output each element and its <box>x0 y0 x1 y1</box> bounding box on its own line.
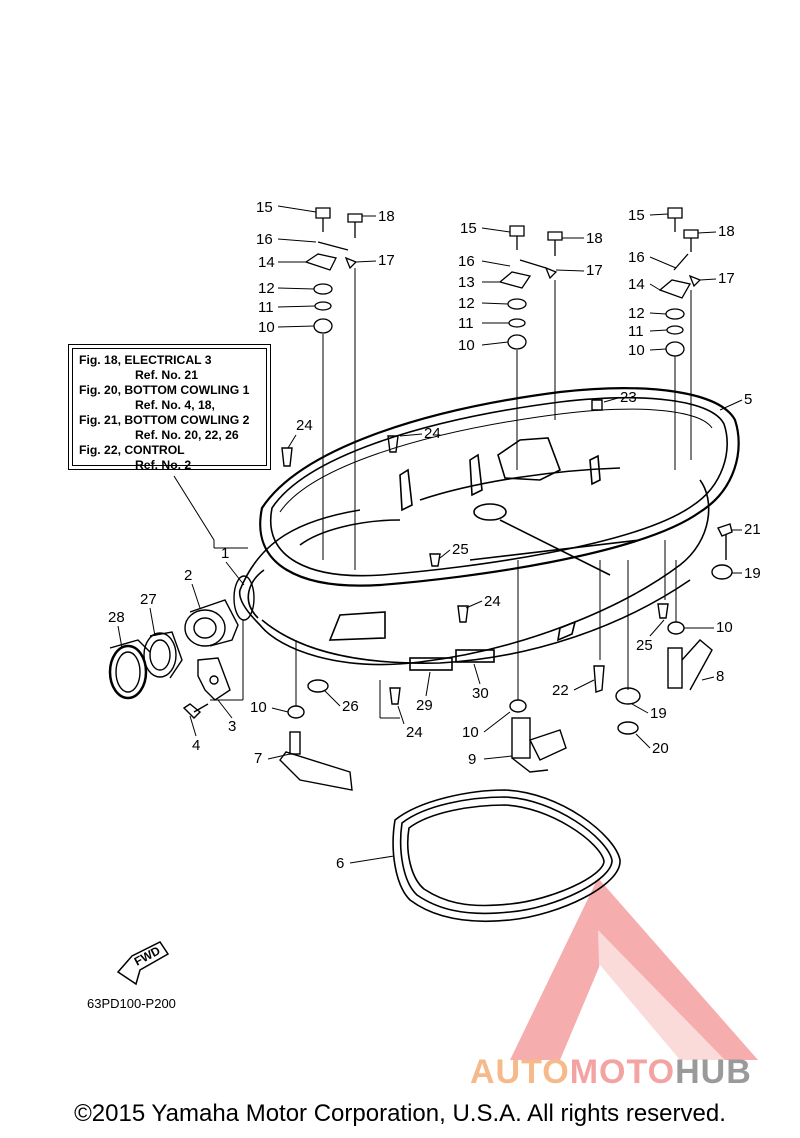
callout-18: 18 <box>718 223 735 240</box>
callout-25: 25 <box>452 541 469 558</box>
ref-line: Ref. No. 2 <box>135 458 192 472</box>
bottom-cowling <box>238 387 740 671</box>
ref-line: Ref. No. 4, 18, <box>135 398 215 412</box>
callout-28: 28 <box>108 609 125 626</box>
callout-23: 23 <box>620 389 637 406</box>
callout-5: 5 <box>744 391 752 408</box>
assembly-lines <box>173 268 692 719</box>
diagram-code: 63PD100-P200 <box>87 996 176 1011</box>
callout-10: 10 <box>628 342 645 359</box>
callout-10: 10 <box>258 319 275 336</box>
callout-16: 16 <box>256 231 273 248</box>
callout-13: 13 <box>458 274 475 291</box>
ref-line: Fig. 21, BOTTOM COWLING 2 <box>79 413 250 427</box>
callout-25: 25 <box>636 637 653 654</box>
callout-19: 19 <box>650 705 667 722</box>
callout-16: 16 <box>458 253 475 270</box>
fwd-label: FWD <box>132 943 163 968</box>
callout-22: 22 <box>552 682 569 699</box>
callout-4: 4 <box>192 737 200 754</box>
callout-12: 12 <box>628 305 645 322</box>
callout-21: 21 <box>744 521 761 538</box>
ref-line: Fig. 18, ELECTRICAL 3 <box>79 353 212 367</box>
callout-15: 15 <box>628 207 645 224</box>
callout-26: 26 <box>342 698 359 715</box>
callout-14: 14 <box>258 254 275 271</box>
watermark-part-hub: HUB <box>675 1053 752 1091</box>
left-side-parts <box>108 575 255 719</box>
callout-24: 24 <box>296 417 313 434</box>
callout-16: 16 <box>628 249 645 266</box>
callout-12: 12 <box>258 280 275 297</box>
callout-20: 20 <box>652 740 669 757</box>
callout-10: 10 <box>250 699 267 716</box>
callout-7: 7 <box>254 750 262 767</box>
callout-leaders <box>117 205 743 864</box>
callout-11: 11 <box>458 315 474 332</box>
figure-reference-box: Fig. 18, ELECTRICAL 3 Ref. No. 21 Fig. 2… <box>68 344 271 472</box>
callout-3: 3 <box>228 718 236 735</box>
ref-line: Fig. 20, BOTTOM COWLING 1 <box>79 383 250 397</box>
callout-14: 14 <box>628 276 645 293</box>
callout-15: 15 <box>460 220 477 237</box>
callout-18: 18 <box>378 208 395 225</box>
watermark-text: AUTOMOTOHUB <box>470 1053 752 1092</box>
fwd-arrow-icon: FWD <box>116 941 170 986</box>
callout-8: 8 <box>716 668 724 685</box>
small-hardware <box>279 399 733 791</box>
callout-24: 24 <box>406 724 423 741</box>
callout-19: 19 <box>744 565 761 582</box>
callout-11: 11 <box>628 323 644 340</box>
ref-line: Ref. No. 20, 22, 26 <box>135 428 239 442</box>
top-hardware-stacks <box>304 207 702 357</box>
callout-2: 2 <box>184 567 192 584</box>
watermark-part-auto: AUTO <box>470 1053 570 1091</box>
callout-24: 24 <box>424 425 441 442</box>
callout-29: 29 <box>416 697 433 714</box>
callout-labels: 15 18 16 14 17 12 11 10 15 18 16 17 13 1… <box>108 199 761 872</box>
callout-15: 15 <box>256 199 273 216</box>
callout-10: 10 <box>716 619 733 636</box>
callout-9: 9 <box>468 751 476 768</box>
callout-27: 27 <box>140 591 157 608</box>
copyright-notice: ©2015 Yamaha Motor Corporation, U.S.A. A… <box>74 1100 726 1127</box>
callout-12: 12 <box>458 295 475 312</box>
watermark-logo <box>510 878 758 1060</box>
callout-10: 10 <box>458 337 475 354</box>
callout-17: 17 <box>378 252 395 269</box>
ref-line: Fig. 22, CONTROL <box>79 443 185 457</box>
callout-18: 18 <box>586 230 603 247</box>
callout-6: 6 <box>336 855 344 872</box>
rubber-seal-6 <box>392 789 621 923</box>
ref-line: Ref. No. 21 <box>135 368 198 382</box>
cowling-seal-5 <box>279 408 713 513</box>
callout-10: 10 <box>462 724 479 741</box>
watermark-part-moto: MOTO <box>569 1053 676 1091</box>
callout-1: 1 <box>221 545 229 562</box>
callout-17: 17 <box>718 270 735 287</box>
callout-17: 17 <box>586 262 603 279</box>
callout-24: 24 <box>484 593 501 610</box>
callout-11: 11 <box>258 299 274 316</box>
figure-reference-list: Fig. 18, ELECTRICAL 3 Ref. No. 21 Fig. 2… <box>72 348 267 472</box>
callout-30: 30 <box>472 685 489 702</box>
